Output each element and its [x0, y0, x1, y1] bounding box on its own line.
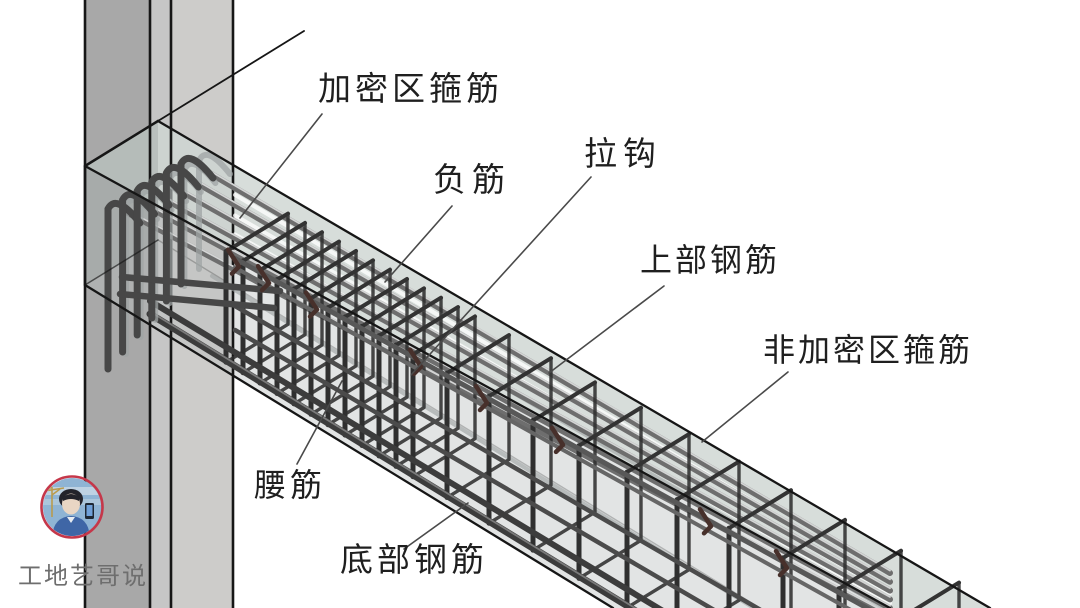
watermark-name: 工地艺哥说	[18, 563, 148, 590]
anchorage-hooks	[104, 151, 284, 373]
label-densified-zone-stirrup: 加密区箍筋	[318, 72, 503, 108]
avatar-shirt	[52, 516, 90, 536]
avatar-ring	[40, 475, 104, 539]
beam-edges	[83, 30, 992, 608]
label-negative-bar: 负筋	[433, 163, 511, 199]
label-waist-bar: 腰筋	[254, 467, 327, 503]
watermark-avatar	[40, 475, 104, 539]
label-tie-hook: 拉钩	[584, 137, 662, 173]
label-upper-bar: 上部钢筋	[640, 242, 781, 278]
tie-hooks	[225, 247, 790, 578]
leader-lines	[239, 113, 789, 550]
label-bottom-bar: 底部钢筋	[340, 543, 488, 579]
label-non-densified-zone-stirrup: 非加密区箍筋	[763, 332, 974, 368]
